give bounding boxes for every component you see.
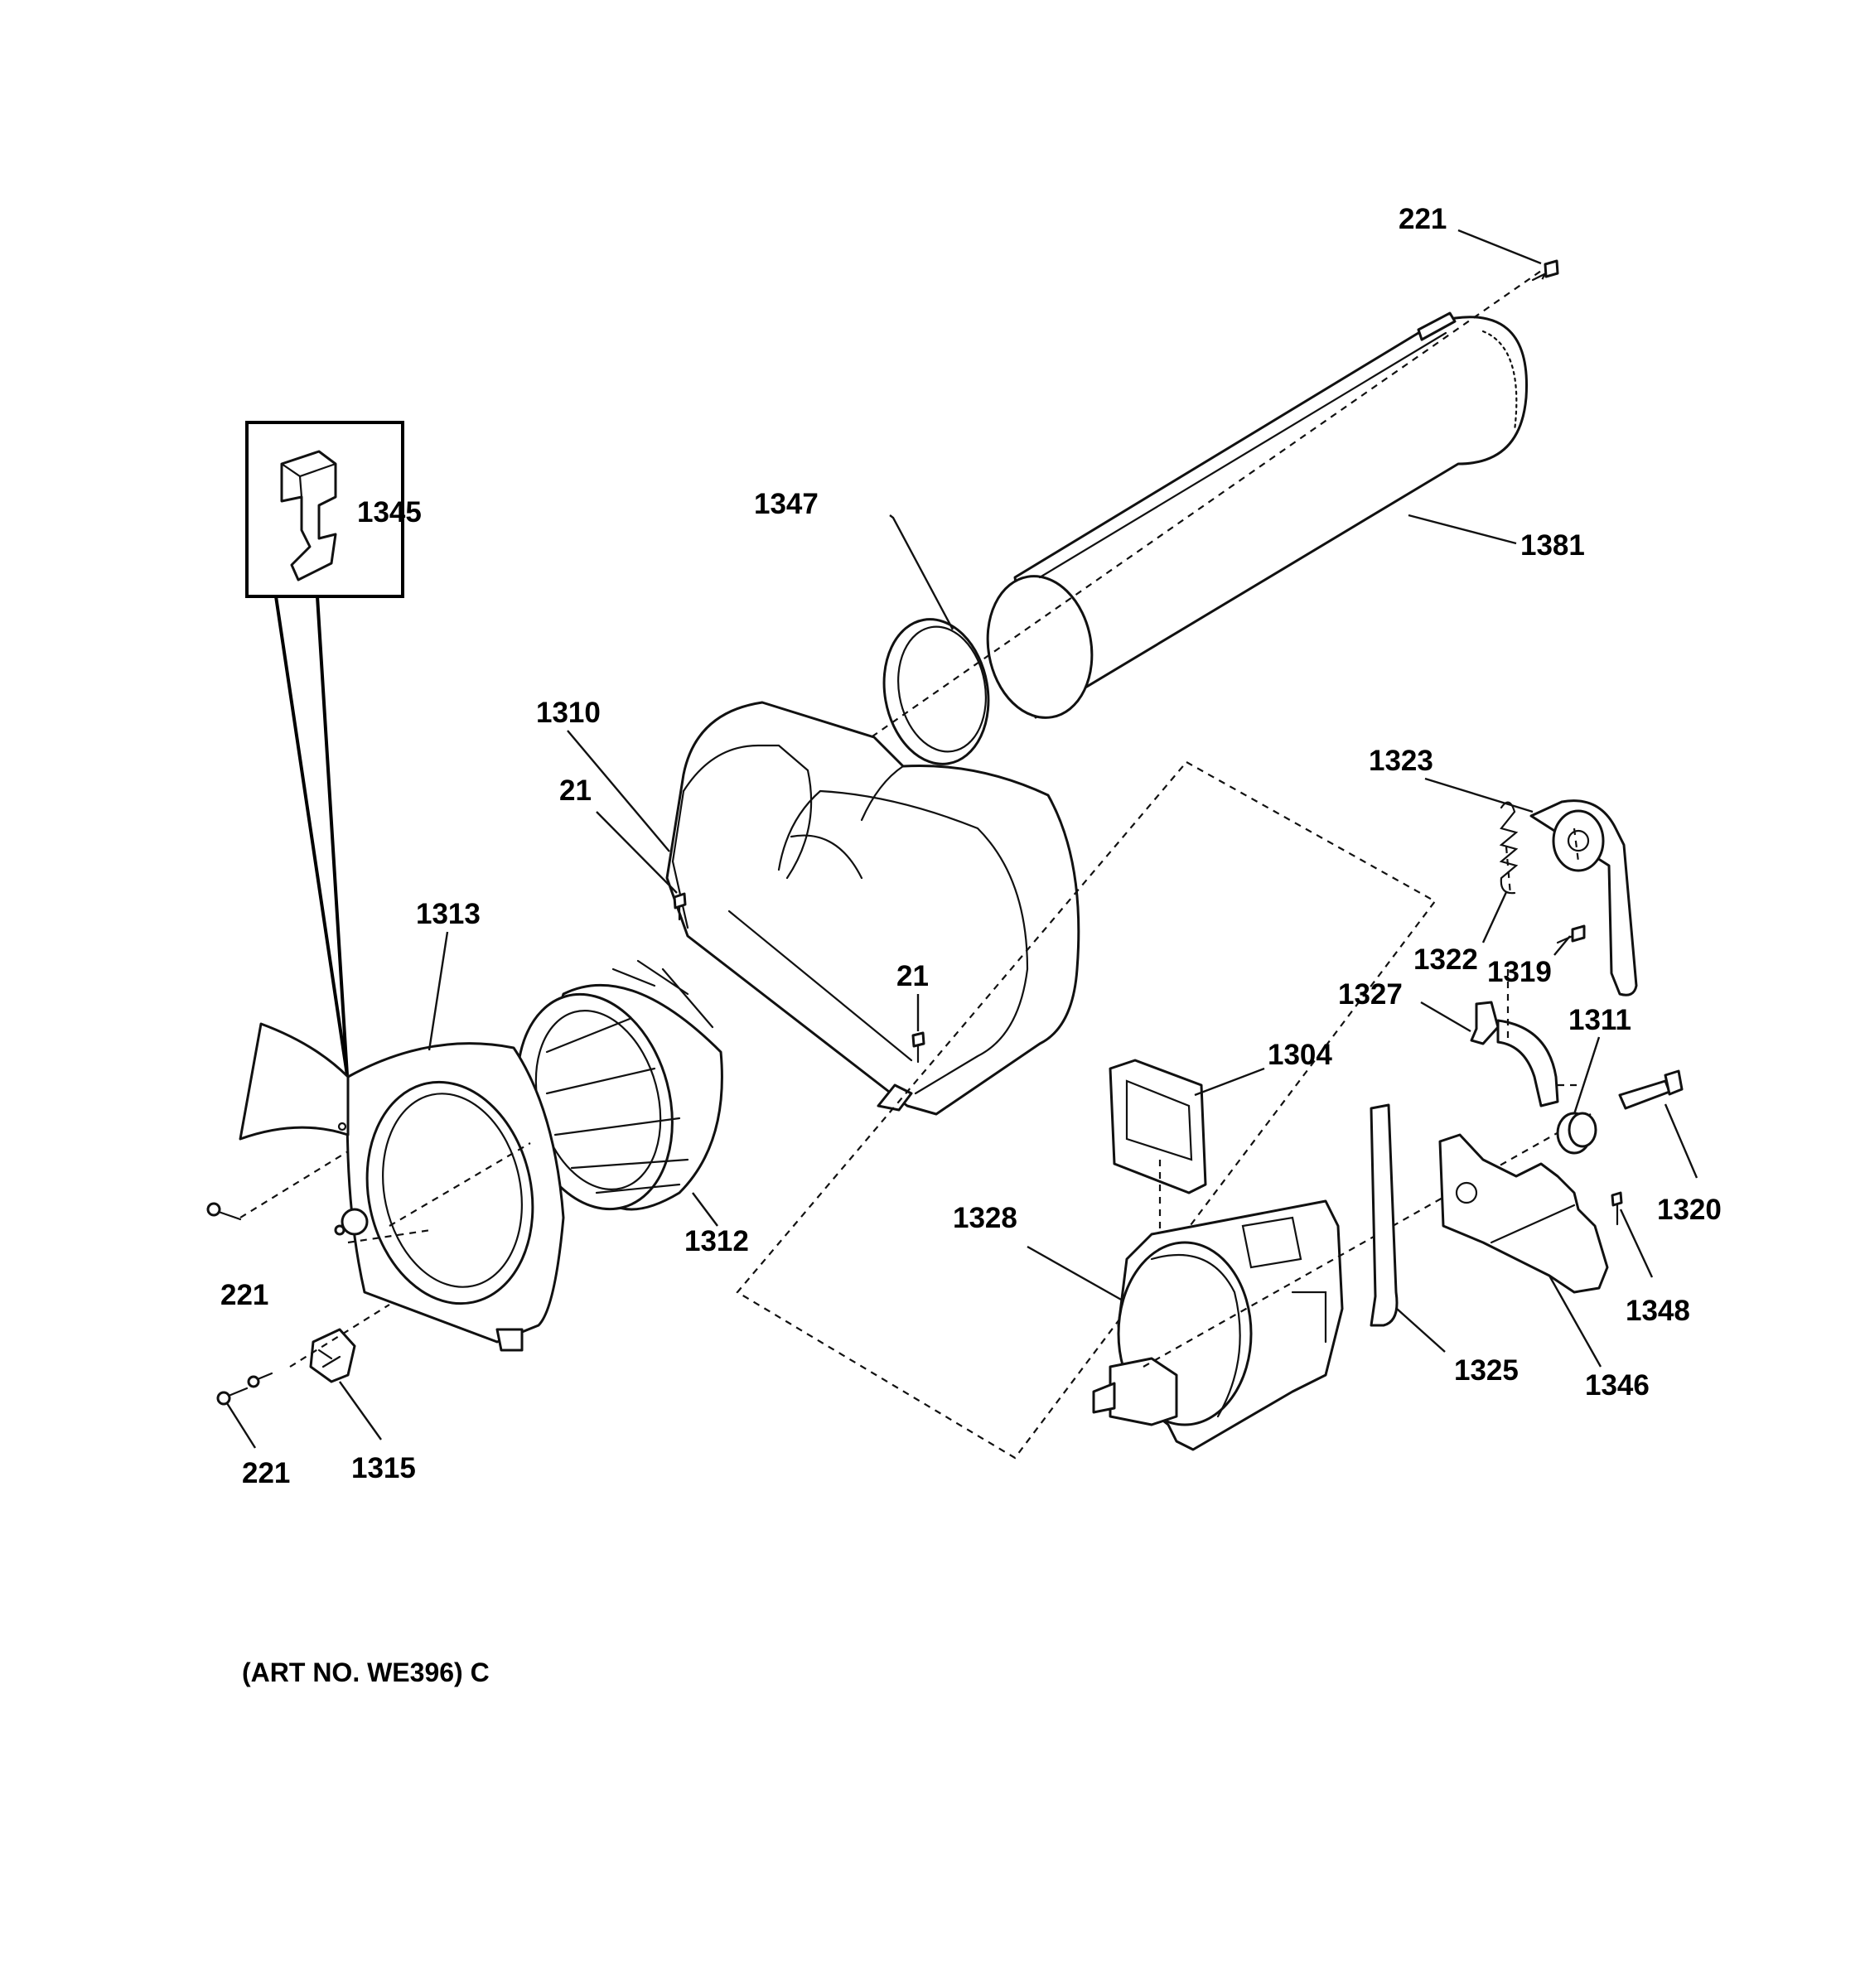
drive-belt-1325 [1370,1103,1399,1327]
screw-1348 [1611,1191,1623,1226]
part-alignment-lines [1505,273,1580,895]
screws-221-bottom [216,1372,273,1406]
blower-housing-1310 [665,701,1080,1116]
alignment-lines [389,969,1582,1227]
bolt-1320 [1618,1069,1684,1110]
label-1381: 1381 [1520,529,1585,562]
label-221-top: 221 [1399,203,1447,235]
motor-pulley-1311 [1556,1112,1597,1155]
screw-221-left [206,1202,242,1221]
screw-21-left [673,892,687,921]
art-number: (ART NO. WE396) C [242,1657,490,1687]
part-number-labels: 221 1345 1347 1381 1310 21 21 1313 1312 … [220,203,1722,1489]
label-1313: 1313 [416,898,481,930]
motor-spacer-1304 [1109,1059,1207,1234]
label-221-bottom: 221 [242,1457,290,1489]
idler-pulley-bracket-1323 [1529,799,1638,996]
leader-lines [225,229,1698,1449]
label-1311: 1311 [1568,1004,1631,1036]
label-1325: 1325 [1454,1354,1519,1387]
label-1346: 1346 [1585,1369,1650,1402]
label-1347: 1347 [754,488,819,520]
thermistor-1315 [309,1328,356,1383]
tension-spring-1322 [1499,801,1519,895]
exhaust-duct-1381 [986,311,1529,719]
label-221-left: 221 [220,1279,268,1311]
motor-mount-plate-1346 [1438,1133,1609,1294]
duct-axis-line [861,264,1550,745]
motor-axis-line [1143,1113,1592,1368]
screw-21-mid [911,1031,925,1064]
label-1304: 1304 [1268,1039,1332,1071]
blower-wheel-1312 [516,959,723,1211]
label-21-mid: 21 [896,960,929,992]
screw-1319 [1556,924,1586,944]
label-1322: 1322 [1413,943,1478,976]
belt-clip-1327 [1470,1001,1559,1107]
motor-mount-outline [736,760,1437,1460]
label-1310: 1310 [536,697,601,729]
screw-221-top [1531,259,1559,282]
label-1348: 1348 [1626,1295,1690,1327]
label-1315: 1315 [351,1452,416,1484]
front-housing-1313 [239,1022,565,1352]
label-1323: 1323 [1369,745,1433,777]
label-1345: 1345 [357,496,422,528]
label-1328: 1328 [953,1202,1017,1234]
drive-motor-1328 [1092,1199,1344,1451]
label-1312: 1312 [684,1225,749,1257]
front-panel-screw-lines [239,1151,432,1368]
label-21-left: 21 [559,774,592,807]
label-1319: 1319 [1487,956,1552,988]
label-1320: 1320 [1657,1194,1722,1226]
label-1327: 1327 [1338,978,1403,1011]
